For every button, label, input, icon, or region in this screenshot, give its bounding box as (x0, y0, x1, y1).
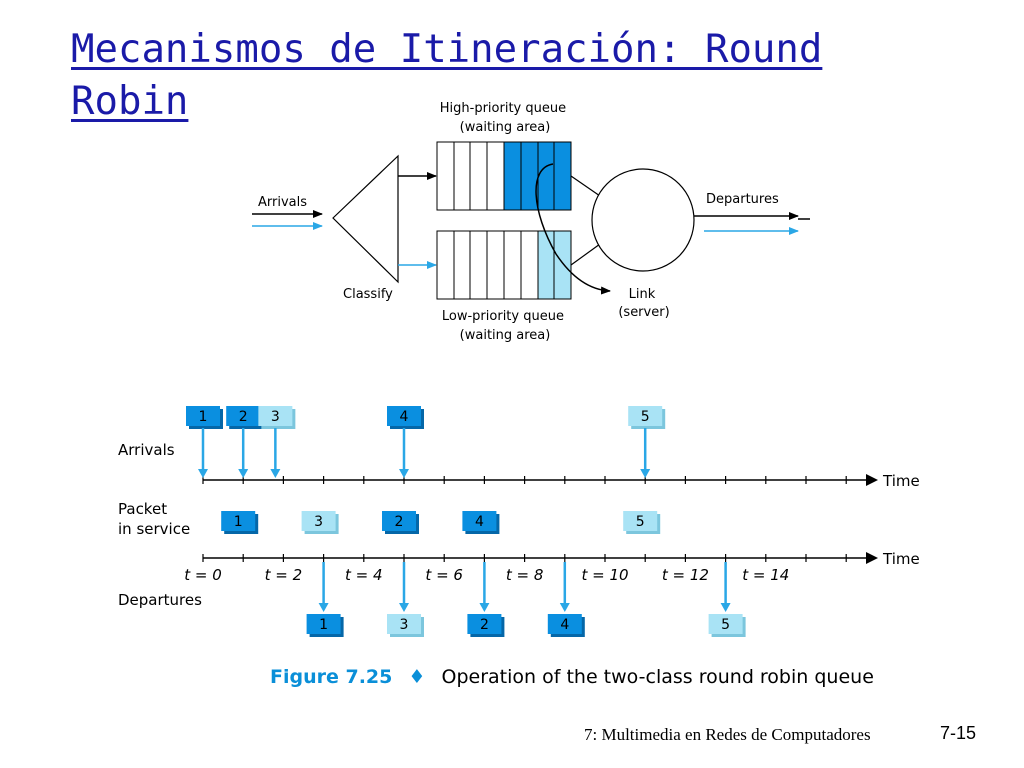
high-priority-queue (436, 141, 572, 211)
slide-title: Mecanismos de Itineración: Round Robin (71, 27, 823, 124)
arrival-packet: 3 (258, 406, 296, 429)
arrival-arrow-head (399, 469, 409, 478)
time-tick-label: t = 0 (184, 566, 222, 584)
packet-number: 5 (721, 617, 730, 633)
departure-packet: 3 (387, 614, 424, 637)
time-tick-label: t = 14 (742, 566, 789, 584)
arrival-packet: 5 (628, 406, 666, 429)
low-queue-label: Low-priority queue (waiting area) (442, 309, 568, 343)
timeline-service-label: Packet in service (118, 500, 190, 538)
time-tick-label: t = 2 (265, 566, 303, 584)
arrival-packet: 2 (226, 406, 264, 429)
low-priority-queue (436, 230, 572, 300)
figure-caption: Figure 7.25 ♦ Operation of the two-class… (270, 666, 874, 688)
classify-label: Classify (343, 287, 393, 302)
footer-page-number: 7-15 (940, 723, 977, 743)
departure-arrow-head (559, 603, 570, 612)
arrival-arrow-head (238, 469, 249, 478)
packet-number: 2 (239, 409, 248, 425)
link-server-circle (591, 168, 695, 272)
departure-arrow-head (318, 603, 329, 612)
round-robin-curved-arrow (535, 163, 611, 295)
departures-label: Departures (706, 192, 779, 207)
departure-packet: 1 (306, 614, 344, 637)
departure-packet: 2 (467, 614, 505, 637)
caption-text: Operation of the two-class round robin q… (442, 666, 874, 688)
packet-number: 1 (199, 409, 208, 425)
arrivals-time-label: Time (882, 472, 920, 490)
packet-number: 4 (475, 514, 484, 530)
packet-number: 5 (636, 514, 645, 530)
service-packet: 4 (462, 511, 500, 534)
timeline-arrivals-label: Arrivals (118, 441, 175, 459)
packet-number: 1 (234, 514, 243, 530)
service-packet: 5 (623, 511, 661, 534)
departure-arrow-head (720, 603, 731, 612)
arrivals-label: Arrivals (258, 195, 307, 210)
arrivals-axis-arrowhead (866, 474, 878, 486)
figure-number: Figure 7.25 (270, 666, 392, 688)
service-packet: 3 (301, 511, 339, 534)
footer-course-text: 7: Multimedia en Redes de Computadores (584, 725, 871, 744)
service-packet: 1 (221, 511, 259, 534)
departure-packet: 5 (708, 614, 746, 637)
arrival-packet: 4 (387, 406, 424, 429)
packet-number: 4 (560, 617, 569, 633)
service-axis-arrowhead (866, 552, 878, 564)
queue-system-diagram: Arrivals Classify High-priority queue (w… (252, 101, 810, 343)
packet-number: 3 (314, 514, 323, 530)
arrival-arrow-head (640, 469, 651, 478)
classifier-shape (332, 154, 399, 284)
packet-number: 4 (400, 409, 409, 425)
packet-number: 3 (400, 617, 409, 633)
time-tick-label: t = 4 (345, 566, 383, 584)
service-time-label: Time (882, 550, 920, 568)
packet-number: 2 (395, 514, 404, 530)
time-tick-label: t = 8 (506, 566, 544, 584)
packet-number: 5 (641, 409, 650, 425)
departure-arrow-head (399, 603, 409, 612)
arrival-arrow-head (270, 469, 281, 478)
caption-separator: ♦ (408, 666, 425, 688)
high-queue-to-server-line (570, 175, 601, 197)
low-queue-to-server-line (570, 243, 601, 266)
time-tick-label: t = 10 (581, 566, 628, 584)
timeline-departures-label: Departures (118, 591, 202, 609)
packet-number: 3 (271, 409, 280, 425)
service-packet: 2 (382, 511, 419, 534)
link-label: Link (server) (618, 287, 669, 320)
arrival-packet: 1 (186, 406, 223, 429)
timeline-diagram: Arrivals Packet in service Departures Ti… (118, 406, 920, 637)
packet-number: 2 (480, 617, 489, 633)
departure-packet: 4 (547, 614, 585, 637)
high-queue-label: High-priority queue (waiting area) (440, 101, 570, 135)
packet-number: 1 (319, 617, 328, 633)
time-tick-label: t = 12 (662, 566, 709, 584)
arrival-arrow-head (198, 469, 208, 478)
departure-arrow-head (479, 603, 490, 612)
time-tick-label: t = 6 (425, 566, 463, 584)
